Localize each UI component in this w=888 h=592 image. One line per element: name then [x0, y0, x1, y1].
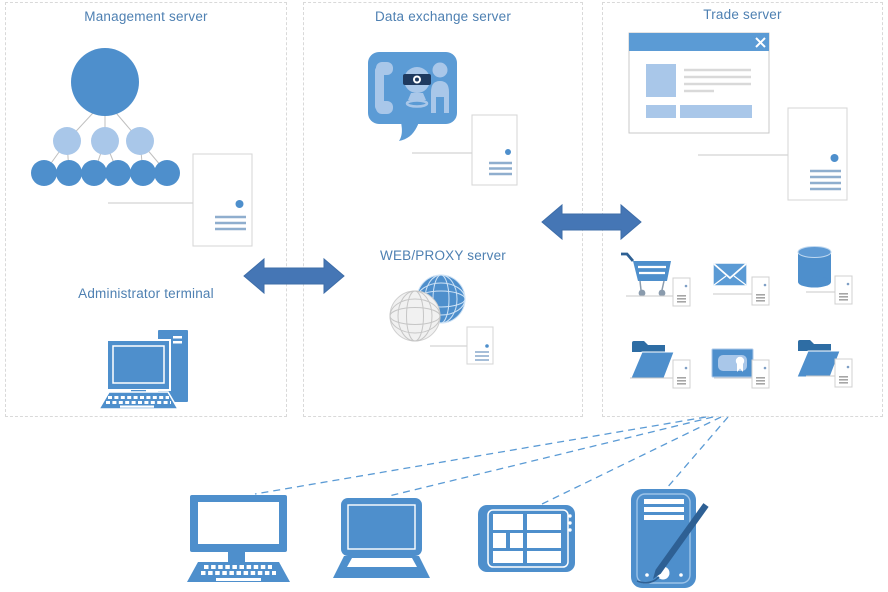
dashed-line	[539, 416, 722, 506]
double-arrow-icon	[243, 257, 345, 295]
dashed-line	[388, 416, 714, 497]
trade-server-label: Trade server	[703, 7, 782, 22]
org-chart-icon	[31, 48, 180, 186]
document-icon	[834, 275, 853, 305]
chat-bubble-icon	[368, 52, 457, 141]
management-server-label: Management server	[84, 9, 208, 24]
certificate-icon	[711, 348, 754, 378]
document-icon	[672, 277, 691, 307]
server-tower-icon	[191, 152, 254, 248]
folder-icon	[630, 340, 675, 379]
dashed-line	[665, 416, 729, 490]
stylus-pen-icon	[636, 503, 709, 584]
person-icon	[431, 62, 449, 113]
document-icon	[751, 359, 770, 389]
desktop-computer-icon	[97, 330, 188, 410]
email-icon	[712, 262, 748, 287]
shopping-cart-icon	[621, 252, 671, 297]
webcam-icon	[403, 67, 431, 108]
phone-handset-icon	[375, 62, 393, 114]
data-exchange-server-label: Data exchange server	[374, 9, 512, 24]
close-icon	[755, 37, 766, 48]
document-icon	[672, 359, 691, 389]
document-icon	[751, 276, 770, 306]
administrator-terminal-label: Administrator terminal	[78, 286, 214, 301]
browser-window-icon	[628, 32, 770, 134]
desktop-computer-icon	[187, 495, 290, 582]
pos-terminal-icon	[478, 505, 575, 572]
folder-icon	[796, 339, 841, 378]
dashed-line	[254, 416, 707, 495]
tablet-stylus-icon	[631, 489, 709, 588]
double-arrow-icon	[541, 203, 642, 241]
globe-wireframe-icon	[389, 290, 441, 342]
document-icon	[834, 358, 853, 388]
laptop-icon	[333, 498, 430, 578]
database-icon	[797, 246, 832, 288]
web-proxy-server-label: WEB/PROXY server	[380, 248, 506, 263]
server-tower-icon	[786, 106, 849, 202]
server-tower-icon	[466, 326, 494, 365]
server-tower-icon	[471, 114, 518, 186]
